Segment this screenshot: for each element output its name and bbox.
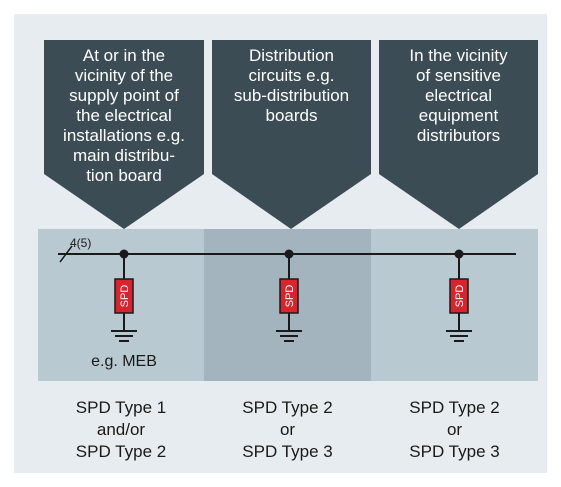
- spd-label-3: SPD: [454, 285, 466, 308]
- callout-text-2: Distribution circuits e.g. sub-distribut…: [233, 46, 350, 125]
- spd-device-1: SPD: [111, 249, 137, 342]
- spd-label-1: SPD: [119, 285, 131, 308]
- callout-text-3: In the vicinity of sensitive electrical …: [409, 46, 508, 145]
- callout-text-1: At or in the vicinity of the supply poin…: [63, 46, 185, 185]
- earthing-label: e.g. MEB: [91, 353, 157, 370]
- spd-device-3: SPD: [446, 249, 472, 342]
- wire-count-slash: [59, 245, 73, 263]
- type-label-3: SPD Type 2 or SPD Type 3: [409, 398, 500, 461]
- type-label-2: SPD Type 2 or SPD Type 3: [242, 398, 333, 461]
- spd-device-2: SPD: [276, 249, 302, 342]
- callout-arrow-3: [379, 40, 538, 229]
- callout-arrow-1: [44, 40, 204, 229]
- spd-label-2: SPD: [284, 285, 296, 308]
- type-label-1: SPD Type 1 and/or SPD Type 2: [75, 398, 167, 461]
- callout-arrow-2: [212, 40, 371, 229]
- wire-count-label: 4(5): [70, 236, 92, 250]
